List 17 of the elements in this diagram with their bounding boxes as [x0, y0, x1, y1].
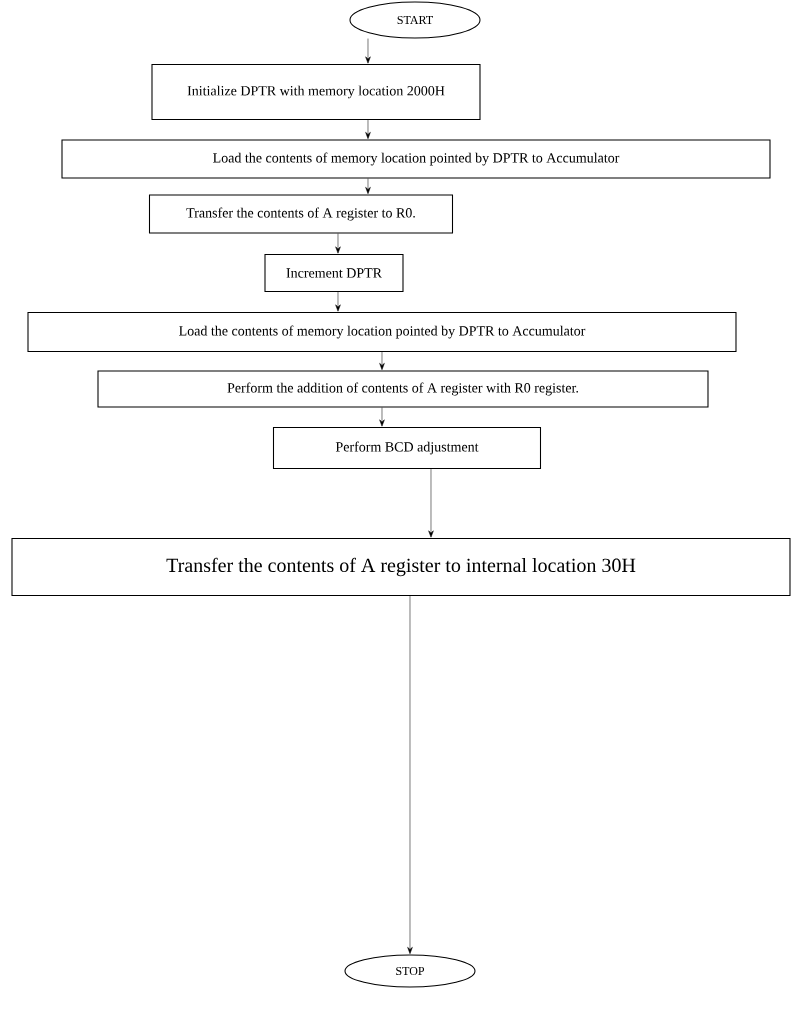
process-box: Increment DPTR [264, 253, 404, 293]
arrow [365, 38, 371, 64]
arrow [335, 233, 341, 254]
process-box: Perform BCD adjustment [272, 426, 542, 470]
process-box: Transfer the contents of A register to internal location 30H [11, 537, 791, 597]
arrow [335, 291, 341, 312]
process-box: Initialize DPTR with memory location 2000H [151, 63, 481, 121]
process-box: Load the contents of memory location pointed by DPTR to Accumulator [27, 311, 737, 353]
arrow [379, 351, 385, 370]
process-box: Transfer the contents of A register to R0. [148, 194, 454, 234]
arrow [365, 178, 371, 194]
arrow [407, 595, 413, 954]
arrow [428, 468, 434, 538]
arrow [379, 407, 385, 427]
process-box: Perform the addition of contents of A register with R0 register. [97, 370, 709, 408]
arrow [365, 119, 371, 139]
process-box: Load the contents of memory location pointed by DPTR to Accumulator [61, 139, 771, 179]
